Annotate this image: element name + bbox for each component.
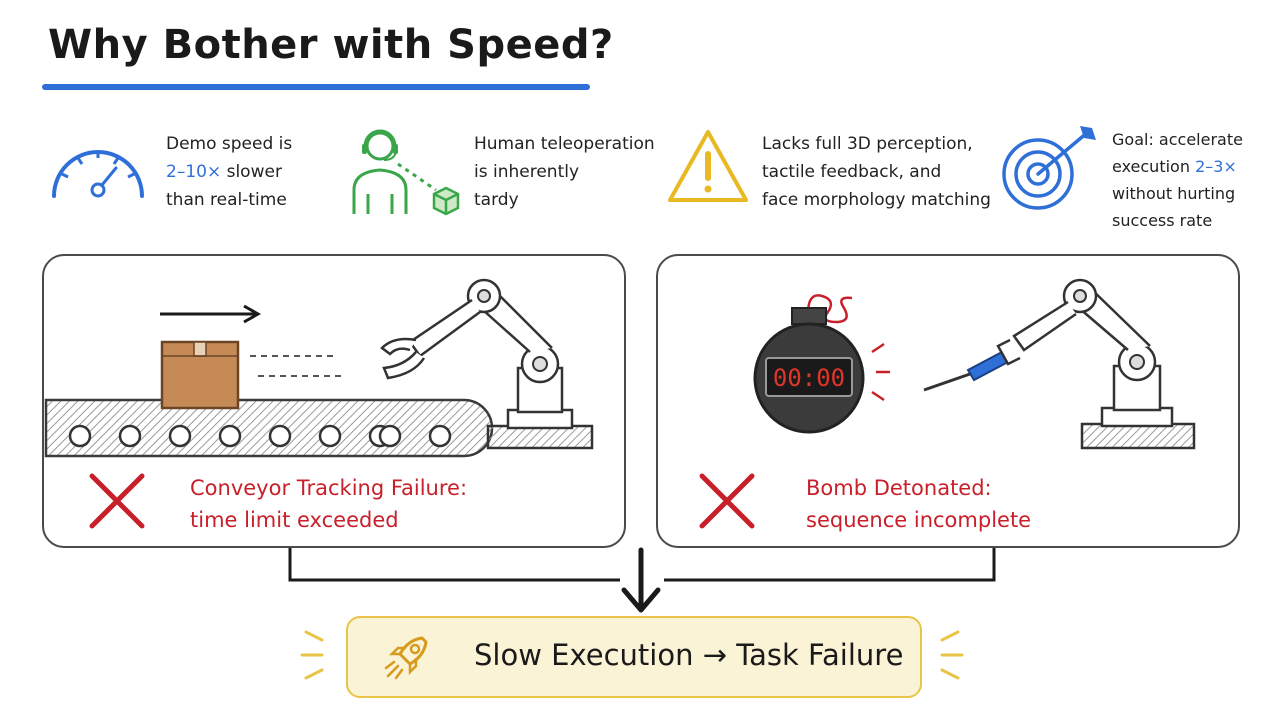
point-teleop-text: Human teleoperation is inherently tardy xyxy=(474,130,655,214)
page-title: Why Bother with Speed? xyxy=(48,22,614,68)
title-underline xyxy=(42,84,590,90)
point-speed-line3: than real-time xyxy=(166,190,287,210)
conveyor-rollers xyxy=(68,424,452,448)
point-goal-line1: Goal: accelerate xyxy=(1112,130,1243,149)
conveyor-failure-line1: Conveyor Tracking Failure: xyxy=(190,476,468,500)
point-teleop-line1: Human teleoperation xyxy=(474,134,655,154)
point-perception-line1: Lacks full 3D perception, xyxy=(762,134,973,154)
point-speed-line2-rest: slower xyxy=(221,162,282,182)
failure-x-icon xyxy=(699,473,755,529)
point-goal-line2: execution 2–3× xyxy=(1112,153,1243,180)
point-speed-line2: 2–10× slower xyxy=(166,158,292,186)
goal-factor-highlight: 2–3× xyxy=(1195,157,1237,176)
point-goal-line4: success rate xyxy=(1112,211,1213,230)
conveyor-failure-text: Conveyor Tracking Failure: time limit ex… xyxy=(190,472,467,536)
bomb-scene-illustration: 00:00 xyxy=(753,278,1196,450)
speedometer-icon xyxy=(52,150,144,198)
point-speed-line1: Demo speed is xyxy=(166,134,293,154)
bomb-failure-text: Bomb Detonated: sequence incomplete xyxy=(806,472,1031,536)
down-arrow-icon xyxy=(621,547,661,613)
teleoperator-icon xyxy=(352,129,460,216)
point-perception-text: Lacks full 3D perception, tactile feedba… xyxy=(762,130,991,214)
target-icon xyxy=(1002,126,1096,210)
rocket-icon xyxy=(384,636,428,680)
conveyor-failure-line2: time limit exceeded xyxy=(190,508,399,532)
point-speed-text: Demo speed is 2–10× slower than real-tim… xyxy=(166,130,292,214)
bomb-failure-line2: sequence incomplete xyxy=(806,508,1032,532)
conclusion-text: Slow Execution → Task Failure xyxy=(474,638,904,672)
point-teleop-line2: is inherently xyxy=(474,162,580,182)
conveyor-failure-panel: Conveyor Tracking Failure: time limit ex… xyxy=(42,254,626,548)
emphasis-marks xyxy=(300,630,964,680)
speed-factor-highlight: 2–10× xyxy=(166,162,222,182)
screwdriver-icon xyxy=(923,338,1021,392)
bomb-failure-panel: 00:00 Bomb Detonated: sequence incomplet… xyxy=(656,254,1240,548)
point-perception-line2: tactile feedback, and xyxy=(762,162,942,182)
bomb-timer-display: 00:00 xyxy=(773,364,845,392)
conveyor-scene-illustration xyxy=(44,278,594,458)
bomb-failure-line1: Bomb Detonated: xyxy=(806,476,992,500)
point-goal-text: Goal: accelerate execution 2–3× without … xyxy=(1112,126,1243,234)
point-goal-line3: without hurting xyxy=(1112,184,1236,203)
point-teleop-line3: tardy xyxy=(474,190,519,210)
warning-icon xyxy=(668,130,748,202)
point-perception-line3: face morphology matching xyxy=(762,190,991,210)
point-goal-line2-pre: execution xyxy=(1112,157,1196,176)
conclusion-box: Slow Execution → Task Failure xyxy=(346,616,922,698)
failure-x-icon xyxy=(89,473,145,529)
